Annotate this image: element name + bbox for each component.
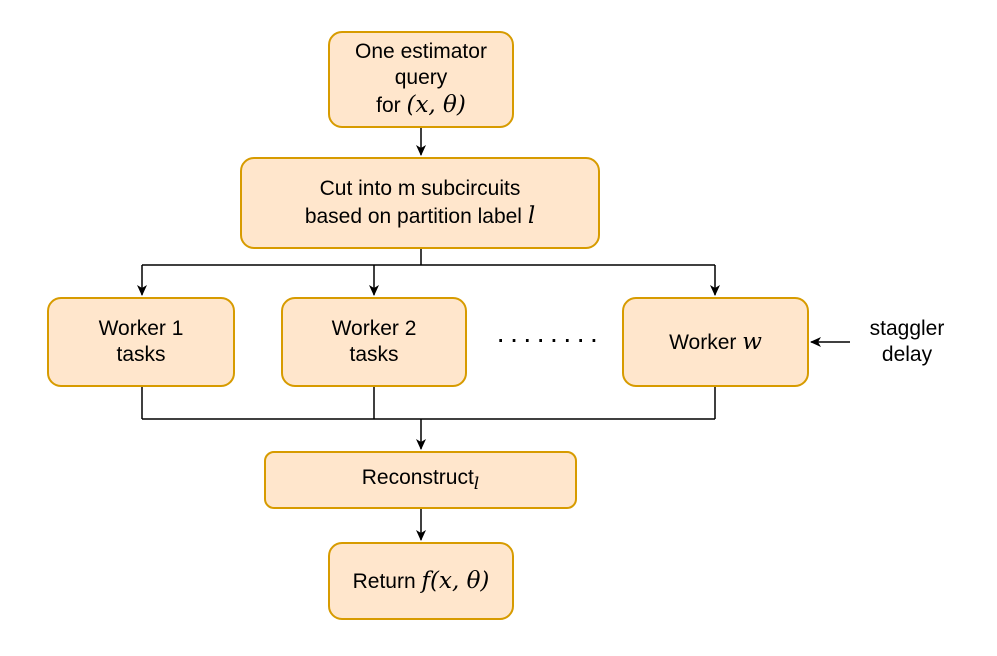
reconstruct-box: Reconstructl bbox=[264, 451, 577, 509]
staggler-line1: staggler bbox=[869, 317, 945, 340]
estimator-query-math: (x, θ) bbox=[406, 92, 466, 119]
return-math: f(x, θ) bbox=[421, 567, 490, 594]
staggler-line2: delay bbox=[881, 343, 933, 367]
estimator-query-line1: One estimator bbox=[355, 39, 487, 63]
worker-2-line2: tasks bbox=[349, 343, 399, 366]
estimator-query-box: One estimator query for (x, θ) bbox=[328, 31, 514, 128]
worker-ellipsis: ········ bbox=[496, 323, 603, 354]
cut-subcircuits-line2: based on partition label bbox=[304, 204, 522, 228]
worker-1-line2: tasks bbox=[116, 343, 166, 366]
partition-label-math: l bbox=[527, 202, 536, 229]
return-box: Return f(x, θ) bbox=[328, 542, 514, 620]
return-label: Return bbox=[352, 569, 416, 593]
worker-w-box: Worker w bbox=[622, 297, 809, 387]
cut-subcircuits-line1: Cut into m subcircuits bbox=[319, 176, 521, 200]
worker-2-line1: Worker 2 bbox=[331, 316, 417, 340]
worker-1-line1: Worker 1 bbox=[98, 316, 184, 340]
estimator-query-for: for bbox=[376, 94, 401, 118]
worker-2-box: Worker 2 tasks bbox=[281, 297, 467, 387]
reconstruct-subscript: l bbox=[473, 473, 480, 494]
worker-w-label: Worker bbox=[669, 330, 737, 354]
estimator-query-line2: query bbox=[394, 66, 448, 90]
staggler-delay-label: staggler delay bbox=[852, 316, 962, 369]
cut-subcircuits-box: Cut into m subcircuits based on partitio… bbox=[240, 157, 600, 249]
worker-1-box: Worker 1 tasks bbox=[47, 297, 235, 387]
worker-w-math: w bbox=[742, 328, 762, 355]
reconstruct-label: Reconstruct bbox=[361, 465, 474, 489]
